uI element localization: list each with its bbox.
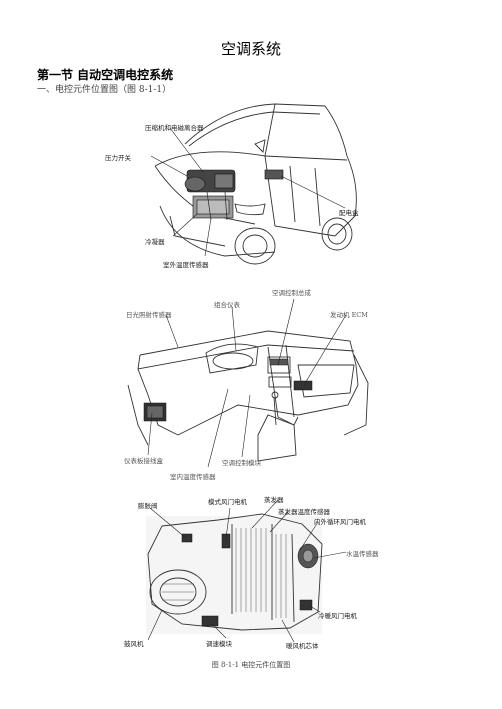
label-ac-control-assembly: 空调控制总成 <box>272 289 311 297</box>
label-speed-module: 调速模块 <box>206 640 232 648</box>
car-illustration <box>115 96 365 274</box>
label-pressure-switch: 压力开关 <box>105 154 131 162</box>
dashboard-illustration <box>127 298 369 468</box>
label-engine-ecm: 发动机 ECM <box>330 311 368 319</box>
figure-caption: 图 8-1-1 电控元件位置图 <box>211 661 291 669</box>
label-expansion-valve: 膨胀阀 <box>138 502 158 510</box>
label-blower: 鼓风机 <box>124 640 144 648</box>
label-heater-core: 暖风机芯体 <box>286 642 319 650</box>
label-cold-air-damper-motor: 冷暖风门电机 <box>318 612 357 620</box>
label-mode-damper-motor: 模式风门电机 <box>208 498 247 506</box>
figure-car-engine-bay: 压缩机和电磁离合器 压力开关 冷凝器 室外温度传感器 配电盒 <box>105 96 365 274</box>
label-compressor-clutch: 压缩机和电磁离合器 <box>145 124 204 132</box>
label-water-temp-sensor: 水温传感器 <box>346 550 379 558</box>
section-heading: 第一节 自动空调电控系统 <box>37 68 174 82</box>
figure-hvac-unit: 膨胀阀 模式风门电机 蒸发器 蒸发器温度传感器 内外循环风门电机 水温传感器 冷… <box>122 494 392 652</box>
label-junction-box: 配电盒 <box>339 209 359 217</box>
label-evaporator: 蒸发器 <box>264 496 284 504</box>
label-ac-control-module: 空调控制模块 <box>222 459 261 467</box>
label-sunlight-sensor: 日光照射传感器 <box>126 311 172 319</box>
subsection-heading: 一、电控元件位置图（图 8-1-1） <box>37 85 172 95</box>
label-recirc-damper-motor: 内外循环风门电机 <box>314 518 366 526</box>
label-condenser: 冷凝器 <box>145 238 165 246</box>
figure-dashboard: 日光照射传感器 组合仪表 空调控制总成 发动机 ECM 仪表板接线盒 空调控制模… <box>118 285 380 485</box>
label-instrument-junction-box: 仪表板接线盒 <box>124 457 163 465</box>
hvac-illustration <box>146 499 347 643</box>
label-outdoor-temp-sensor: 室外温度传感器 <box>163 261 209 269</box>
label-indoor-temp-sensor: 室内温度传感器 <box>170 473 216 481</box>
document-title: 空调系统 <box>220 40 281 58</box>
label-combination-meter: 组合仪表 <box>214 301 240 309</box>
label-evaporator-temp-sensor: 蒸发器温度传感器 <box>278 508 330 516</box>
